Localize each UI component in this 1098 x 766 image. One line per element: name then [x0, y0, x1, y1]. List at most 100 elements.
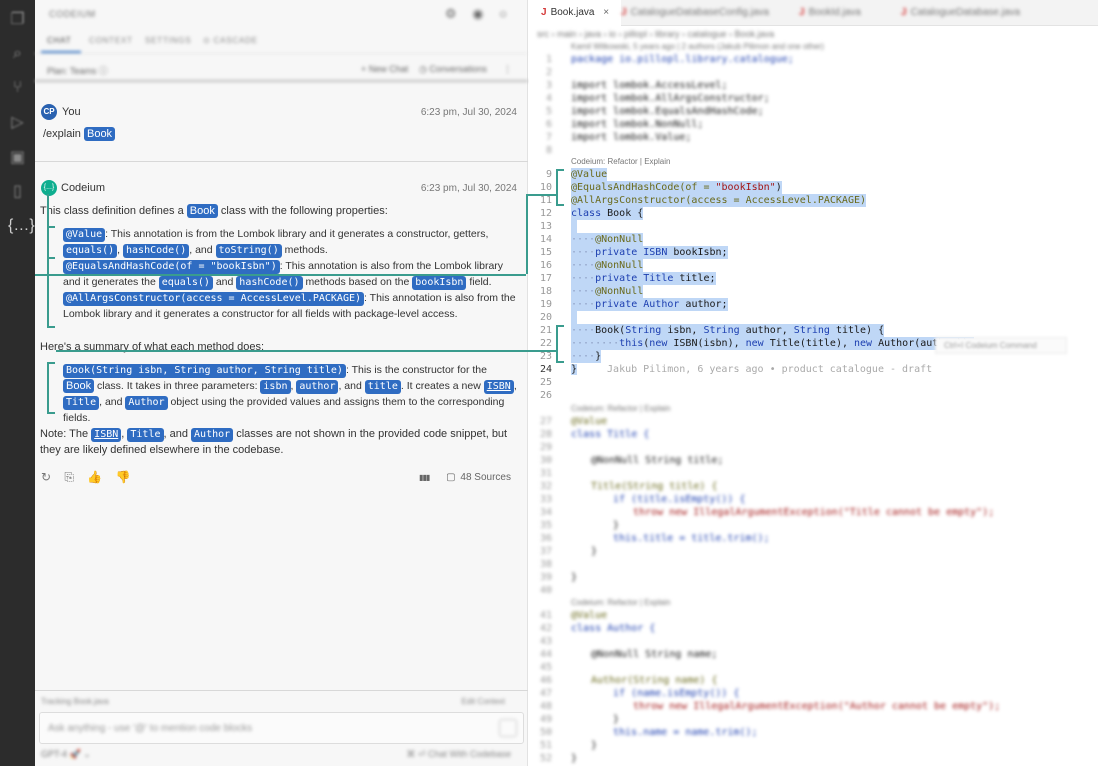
connector-line	[47, 257, 55, 259]
value-pill[interactable]: @Value	[63, 228, 106, 242]
constructor-pill[interactable]: Book(String isbn, String author, String …	[63, 364, 346, 378]
hashcode-pill[interactable]: hashCode()	[123, 244, 190, 258]
close-icon[interactable]: ×	[603, 7, 610, 18]
edit-context-button[interactable]: Edit Context	[461, 697, 505, 706]
codeium-avatar: {...}	[41, 180, 57, 196]
codeium-icon[interactable]: {…}	[8, 217, 35, 234]
remote-icon[interactable]: ▣	[9, 149, 26, 166]
search-icon[interactable]: ⌕	[13, 45, 22, 62]
codeium-command-hint[interactable]: Ctrl+I Codeium Command	[935, 337, 1067, 354]
code-line-14: 14····@NonNull	[539, 233, 644, 246]
bracket-tick	[47, 226, 55, 228]
bot-name: Codeium	[61, 182, 106, 194]
author-param-pill[interactable]: author	[296, 380, 339, 394]
codeium-lens-refactor-explain[interactable]: Codeium: Refactor | Explain	[571, 157, 671, 166]
sources-row[interactable]: ▮▮▮ ▢ 48 Sources	[419, 472, 511, 483]
isbn-class-pill[interactable]: ISBN	[91, 428, 122, 442]
new-chat-button[interactable]: + New Chat	[361, 64, 409, 74]
code-line-35: 35}	[539, 520, 620, 531]
equals-pill[interactable]: equals()	[158, 276, 213, 290]
title-param-pill[interactable]: title	[364, 380, 401, 394]
java-file-icon: J	[541, 7, 547, 18]
tab-chat[interactable]: CHAT	[47, 36, 72, 45]
tab-settings[interactable]: SETTINGS	[145, 36, 192, 45]
tostring-pill[interactable]: toString()	[215, 244, 282, 258]
isbn-class-pill[interactable]: ISBN	[483, 380, 514, 394]
chat-input-placeholder: Ask anything - use '@' to mention code b…	[48, 723, 253, 734]
equals-and-hashcode-pill[interactable]: @EqualsAndHashCode(of = "bookIsbn")	[63, 260, 280, 274]
bookisbn-pill[interactable]: bookIsbn	[412, 276, 467, 290]
source-control-icon[interactable]: ⑂	[12, 79, 23, 96]
tracking-label: Tracking Book.java	[41, 697, 109, 706]
code-line-17: 17····private Title title;	[539, 272, 716, 285]
conversations-button[interactable]: ◷ Conversations	[419, 64, 487, 74]
hashcode-pill[interactable]: hashCode()	[236, 276, 303, 290]
author-class-pill[interactable]: Author	[191, 428, 234, 442]
isbn-param-pill[interactable]: isbn	[260, 380, 291, 394]
panel-tabs: CHAT CONTEXT SETTINGS ⊙ CASCADE	[35, 28, 528, 54]
user-avatar: CP	[41, 104, 57, 120]
book-pill[interactable]: Book	[186, 204, 218, 218]
constructor-bracket-bottom	[556, 361, 564, 363]
annotation-bracket	[556, 169, 558, 206]
title-class-pill[interactable]: Title	[127, 428, 164, 442]
panel-top-icons[interactable]: ⚙ ◉ ○	[444, 6, 513, 21]
codeium-lens-refactor-explain[interactable]: Codeium: Refactor | Explain	[571, 598, 671, 607]
intro-text-a: This class definition defines a	[40, 205, 184, 217]
chat-input[interactable]: Ask anything - use '@' to mention code b…	[39, 712, 524, 744]
mention-pill[interactable]: Book	[83, 127, 116, 141]
more-icon[interactable]: ⋮	[503, 64, 512, 74]
code-line-2: 2	[545, 67, 552, 78]
model-selector[interactable]: GPT-4 🚀 ⌄	[41, 749, 91, 759]
code-line-31: 31	[539, 468, 552, 479]
code-line-13: 13	[529, 220, 1098, 233]
code-line-21: 21····Book(String isbn, String author, S…	[539, 324, 885, 337]
code-line-19: 19····private Author author;	[539, 298, 728, 311]
connector-line	[526, 194, 556, 196]
tab-cascade[interactable]: ⊙ CASCADE	[203, 36, 258, 45]
stats-icon[interactable]: ▮▮▮	[419, 473, 430, 482]
sources-icon: ▢	[446, 472, 456, 483]
book-pill[interactable]: Book	[63, 379, 95, 393]
bot-intro: This class definition defines a Book cla…	[40, 203, 388, 219]
bookmark-icon[interactable]: ▯	[13, 183, 22, 200]
sources-count[interactable]: 48 Sources	[460, 472, 511, 483]
panel-title: CODEIUM	[49, 9, 96, 19]
explorer-icon[interactable]: ❐	[10, 11, 25, 28]
codeium-lens-refactor-explain[interactable]: Codeium: Refactor | Explain	[571, 404, 671, 413]
command-text: /explain	[43, 128, 81, 140]
footer-divider	[35, 690, 528, 691]
breadcrumb[interactable]: src › main › java › io › pillopl › libra…	[537, 29, 775, 39]
tab-context[interactable]: CONTEXT	[89, 36, 133, 45]
code-line-52: 52}	[539, 753, 578, 764]
code-line-23: 23····}	[539, 350, 602, 363]
code-line-11: 11@AllArgsConstructor(access = AccessLev…	[539, 194, 867, 207]
code-line-49: 49}	[539, 714, 620, 725]
code-line-20: 20	[529, 311, 1098, 324]
allargs-pill[interactable]: @AllArgsConstructor(access = AccessLevel…	[63, 292, 365, 306]
code-line-10: 10@EqualsAndHashCode(of = "bookIsbn")	[539, 181, 782, 194]
run-debug-icon[interactable]: ▷	[11, 114, 24, 131]
connector-line	[526, 194, 528, 274]
code-line-8: 8	[545, 145, 552, 156]
equals-pill[interactable]: equals()	[63, 244, 118, 258]
title-class-pill[interactable]: Title	[63, 396, 100, 410]
activity-bar: ❐ ⌕ ⑂ ▷ ▣ ▯ {…}	[0, 0, 35, 766]
message-action-icons[interactable]: ↻ ⎘ 👍 👎	[41, 470, 136, 484]
code-line-44: 44@NonNull String name;	[539, 649, 718, 660]
chat-with-codebase-button[interactable]: ⌘ ⏎ Chat With Codebase	[406, 749, 511, 759]
send-icon[interactable]	[499, 719, 517, 737]
author-class-pill[interactable]: Author	[125, 396, 168, 410]
